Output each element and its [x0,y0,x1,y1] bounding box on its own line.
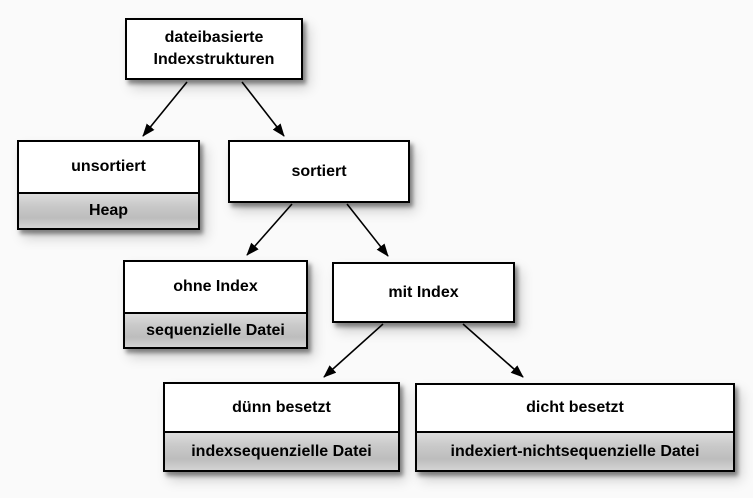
node-duenn-besetzt: dünn besetzt indexsequenzielle Datei [163,382,400,472]
node-ohne-index-sublabel: sequenzielle Datei [125,312,306,347]
node-ohne-index: ohne Index sequenzielle Datei [123,260,308,349]
edge-root-to-unsortiert [142,81,188,137]
node-unsortiert-sublabel-text: Heap [88,202,129,219]
node-duenn-besetzt-label-text: dünn besetzt [232,398,331,416]
node-mit-index: mit Index [332,262,515,323]
edge-sortiert-to-ohne-index [246,203,293,256]
node-root-dateibasierte-indexstrukturen: dateibasierte Indexstrukturen [125,18,303,80]
node-duenn-besetzt-sublabel: indexsequenzielle Datei [165,431,398,470]
node-dicht-besetzt-label-text: dicht besetzt [526,399,624,417]
node-sortiert-label: sortiert [230,142,408,201]
node-root-label-line1: dateibasierte [164,29,264,47]
node-root-label: dateibasierte Indexstrukturen [127,20,301,78]
edge-mit-index-to-duenn-besetzt [323,323,384,378]
node-duenn-besetzt-label: dünn besetzt [165,384,398,431]
node-dicht-besetzt-sublabel: indexiert-nichtsequenzielle Datei [417,431,733,470]
edge-mit-index-to-dicht-besetzt [462,323,524,378]
node-dicht-besetzt-sublabel-text: indexiert-nichtsequenzielle Datei [450,442,700,460]
node-dicht-besetzt: dicht besetzt indexiert-nichtsequenziell… [415,383,735,472]
node-unsortiert: unsortiert Heap [17,140,200,230]
node-ohne-index-sublabel-text: sequenzielle Datei [146,321,285,339]
node-root-label-line2: Indexstrukturen [153,51,275,68]
node-sortiert-label-text: sortiert [291,162,347,180]
node-mit-index-label: mit Index [334,264,513,321]
node-dicht-besetzt-label: dicht besetzt [417,385,733,431]
node-duenn-besetzt-sublabel-text: indexsequenzielle Datei [191,442,372,460]
node-sortiert: sortiert [228,140,410,203]
node-unsortiert-sublabel: Heap [19,192,198,228]
edge-sortiert-to-mit-index [346,203,389,257]
node-mit-index-label-text: mit Index [388,283,459,301]
node-unsortiert-label: unsortiert [19,142,198,192]
node-unsortiert-label-text: unsortiert [71,158,146,176]
node-ohne-index-label-text: ohne Index [173,278,258,296]
node-ohne-index-label: ohne Index [125,262,306,312]
edge-root-to-sortiert [241,81,285,137]
